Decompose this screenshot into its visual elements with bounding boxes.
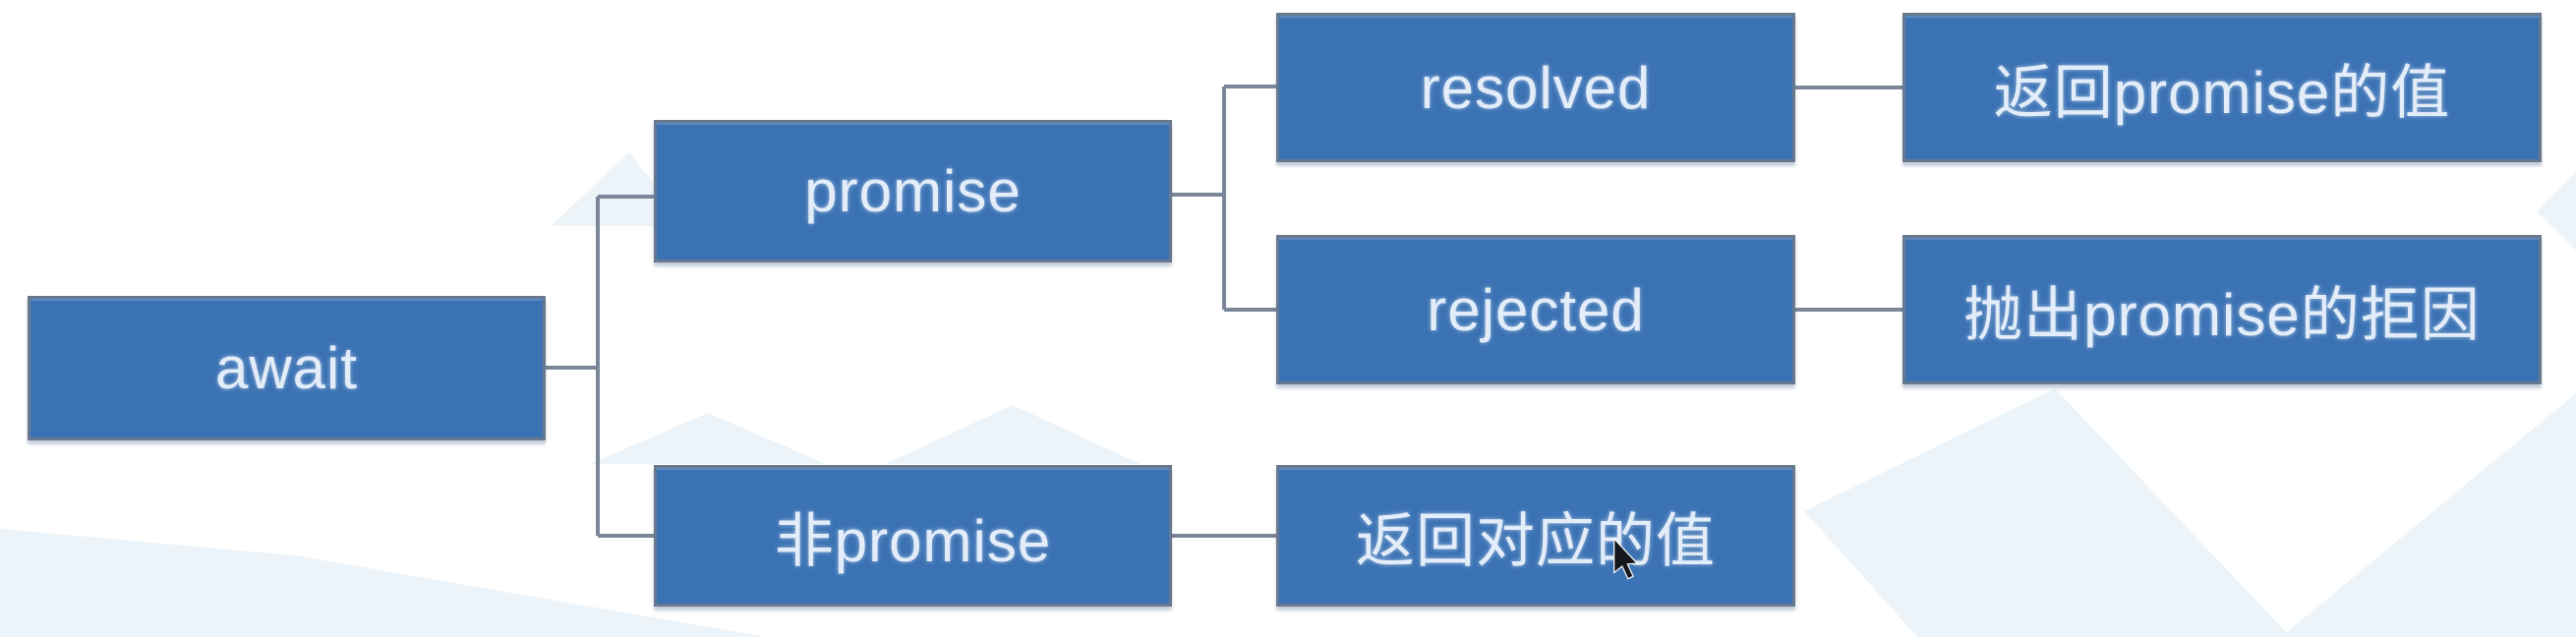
node-return-promise-value-label: 返回promise的值 <box>1993 59 2451 126</box>
node-promise-label: promise <box>804 158 1022 224</box>
node-return-corresponding-value: 返回对应的值 <box>1276 465 1795 607</box>
node-rejected-label: rejected <box>1427 276 1645 343</box>
node-non-promise: 非promise <box>654 465 1172 607</box>
edge-await-branch <box>546 195 654 538</box>
node-promise: promise <box>654 120 1172 262</box>
mouse-cursor-icon <box>1613 539 1639 580</box>
node-await: await <box>28 296 546 440</box>
node-return-corresponding-value-label: 返回对应的值 <box>1356 507 1716 574</box>
node-resolved: resolved <box>1276 13 1795 162</box>
edge-promise-branch <box>1172 85 1276 312</box>
node-throw-promise-reason-label: 抛出promise的拒因 <box>1963 281 2481 348</box>
node-non-promise-label: 非promise <box>774 507 1052 574</box>
node-return-promise-value: 返回promise的值 <box>1903 13 2542 162</box>
node-throw-promise-reason: 抛出promise的拒因 <box>1903 235 2542 384</box>
node-resolved-label: resolved <box>1420 54 1652 121</box>
node-await-label: await <box>214 335 359 401</box>
node-rejected: rejected <box>1276 235 1795 384</box>
